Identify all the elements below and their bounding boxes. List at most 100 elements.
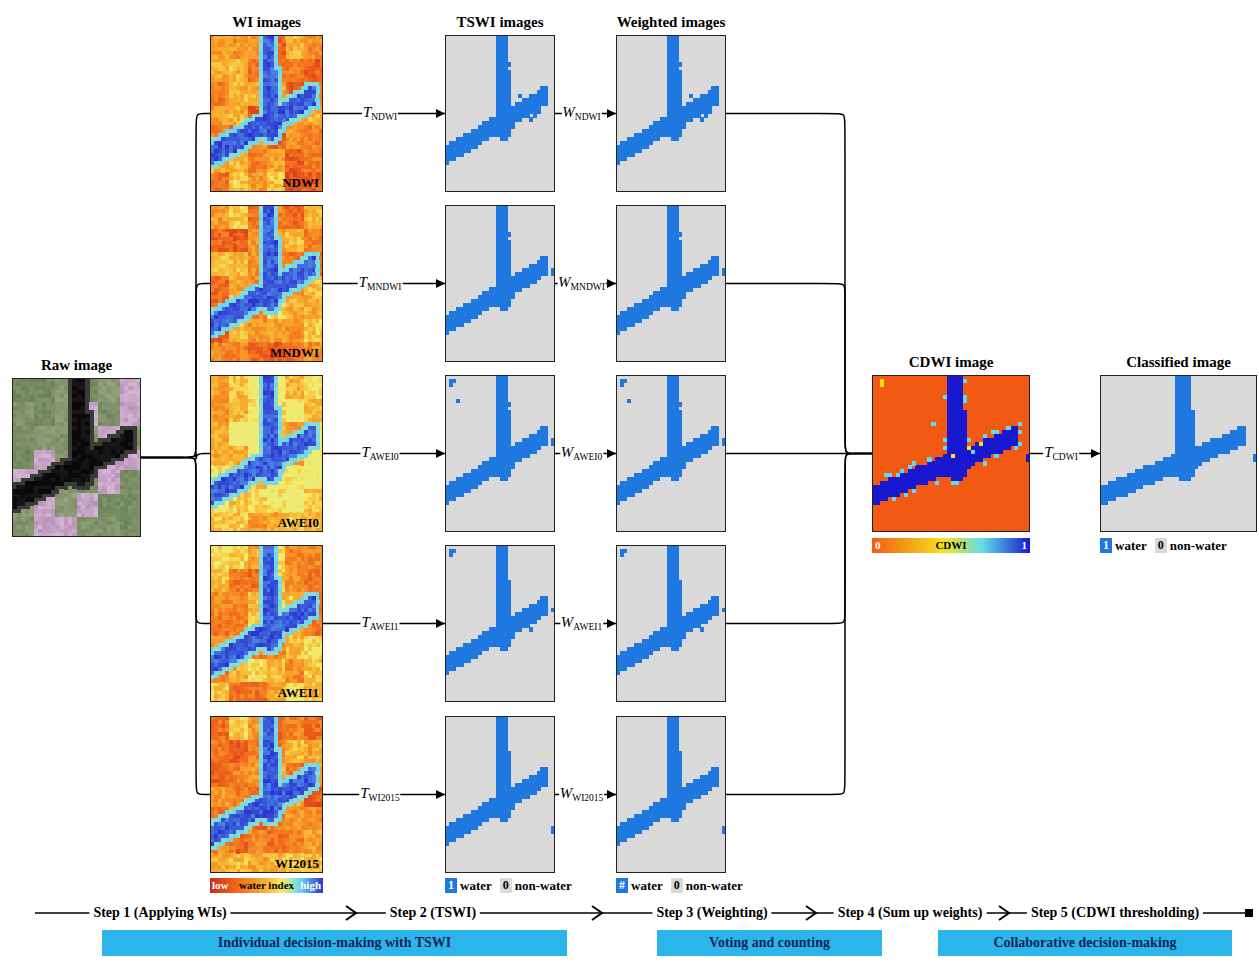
stage-text: Voting and counting	[709, 934, 830, 952]
image-panel: AWEI1	[210, 545, 323, 702]
pixel-region	[210, 213, 316, 327]
pixel-region	[225, 410, 267, 528]
pixel-region	[872, 375, 1030, 532]
pixel-region	[616, 35, 719, 165]
colorbar-label: 1	[1022, 538, 1028, 553]
pixel-region	[616, 205, 726, 362]
pixel-region	[12, 378, 141, 537]
pixel-region	[210, 39, 323, 192]
pixel-region	[445, 545, 555, 675]
pixel-region	[210, 375, 323, 532]
pixel-region	[12, 378, 141, 537]
legend-swatch: 0	[1155, 538, 1167, 553]
image-panel	[445, 205, 555, 362]
pixel-image	[1100, 375, 1257, 532]
legend-value: 0	[674, 878, 680, 893]
image-panel: WI2015	[210, 716, 323, 873]
connectors	[141, 114, 1100, 795]
timeline-chevron	[346, 906, 356, 920]
pixel-region	[210, 209, 323, 362]
pixel-region	[210, 205, 323, 362]
pixel-region	[210, 716, 323, 873]
legend: 1water 0 non-water	[445, 878, 580, 893]
pixel-image	[445, 375, 555, 532]
stage-band: Collaborative decision-making	[938, 930, 1232, 956]
timeline-chevron	[806, 906, 816, 920]
connector	[726, 454, 872, 795]
index-name: MNDWI	[270, 345, 319, 360]
colorbar	[210, 878, 323, 893]
panel-title: Classified image	[1126, 353, 1231, 371]
legend-text: non-water	[515, 878, 572, 893]
pixel-region	[445, 205, 555, 362]
pixel-region	[251, 59, 319, 189]
pixel-region	[12, 378, 120, 517]
colorbar-label: 0	[875, 538, 881, 553]
pixel-image	[210, 716, 323, 873]
pixel-region	[616, 545, 726, 675]
step-label: Step 3 (Weighting)	[652, 904, 771, 922]
image-panel: Weighted images	[616, 35, 726, 192]
index-name: AWEI1	[278, 685, 319, 700]
legend-text: non-water	[1170, 538, 1227, 553]
timeline-chevron	[592, 906, 602, 920]
panel-title: Weighted images	[617, 13, 726, 31]
legend-swatch: 0	[671, 878, 683, 893]
pixel-region	[210, 716, 323, 854]
pixel-region	[210, 724, 323, 873]
legend-swatch: 1	[1100, 538, 1112, 553]
legend-item: 0 non-water	[671, 878, 743, 893]
connector	[726, 454, 872, 624]
connector	[726, 284, 872, 454]
connector	[141, 458, 210, 624]
step-label: Step 4 (Sum up weights)	[834, 904, 987, 922]
colorbar-label: high	[300, 878, 321, 893]
pixel-region	[12, 378, 141, 537]
pixel-region	[34, 390, 133, 533]
pixel-region	[445, 35, 555, 192]
pixel-region	[12, 378, 141, 537]
step-label: Step 5 (CDWI thresholding)	[1027, 904, 1203, 922]
image-panel: Classified image	[1100, 375, 1257, 532]
pixel-region	[616, 205, 726, 335]
pixel-image	[210, 545, 323, 702]
connector	[141, 458, 210, 795]
pixel-region	[210, 545, 323, 702]
legend-item: #water	[616, 878, 663, 893]
timeline-end	[1245, 909, 1253, 917]
pixel-region	[210, 383, 323, 532]
pixel-region	[210, 545, 323, 702]
pixel-region	[210, 545, 323, 702]
pixel-region	[210, 375, 323, 532]
edge-label: WNDWI	[561, 102, 601, 125]
pixel-region	[210, 209, 323, 362]
legend-value: 1	[1103, 538, 1109, 553]
colorbar-label: low	[212, 878, 229, 893]
connector	[141, 284, 210, 458]
pixel-image	[210, 35, 323, 192]
pixel-region	[210, 740, 316, 854]
pixel-region	[251, 51, 319, 192]
legend-text: non-water	[686, 878, 743, 893]
pixel-region	[210, 229, 286, 362]
pixel-image	[445, 205, 555, 362]
edge-label: TAWEI0	[360, 442, 399, 465]
legend-text: water	[631, 878, 663, 893]
pixel-region	[616, 375, 726, 532]
pixel-region	[880, 379, 983, 458]
legend-item: 1water	[445, 878, 492, 893]
legend-text: water	[1115, 538, 1147, 553]
legend-value: 0	[503, 878, 509, 893]
pixel-region	[210, 47, 323, 192]
pixel-region	[210, 743, 312, 845]
pixel-region	[210, 549, 323, 702]
pixel-region	[34, 386, 142, 537]
edge-label: WAWEI1	[560, 612, 603, 635]
image-panel: AWEI0	[210, 375, 323, 532]
pixel-region	[210, 35, 323, 192]
pixel-image	[445, 35, 555, 192]
pixel-image	[872, 375, 1030, 532]
legend: 1 water 0non-water	[1100, 538, 1235, 553]
pixel-region	[210, 716, 323, 873]
pixel-region	[210, 205, 323, 362]
